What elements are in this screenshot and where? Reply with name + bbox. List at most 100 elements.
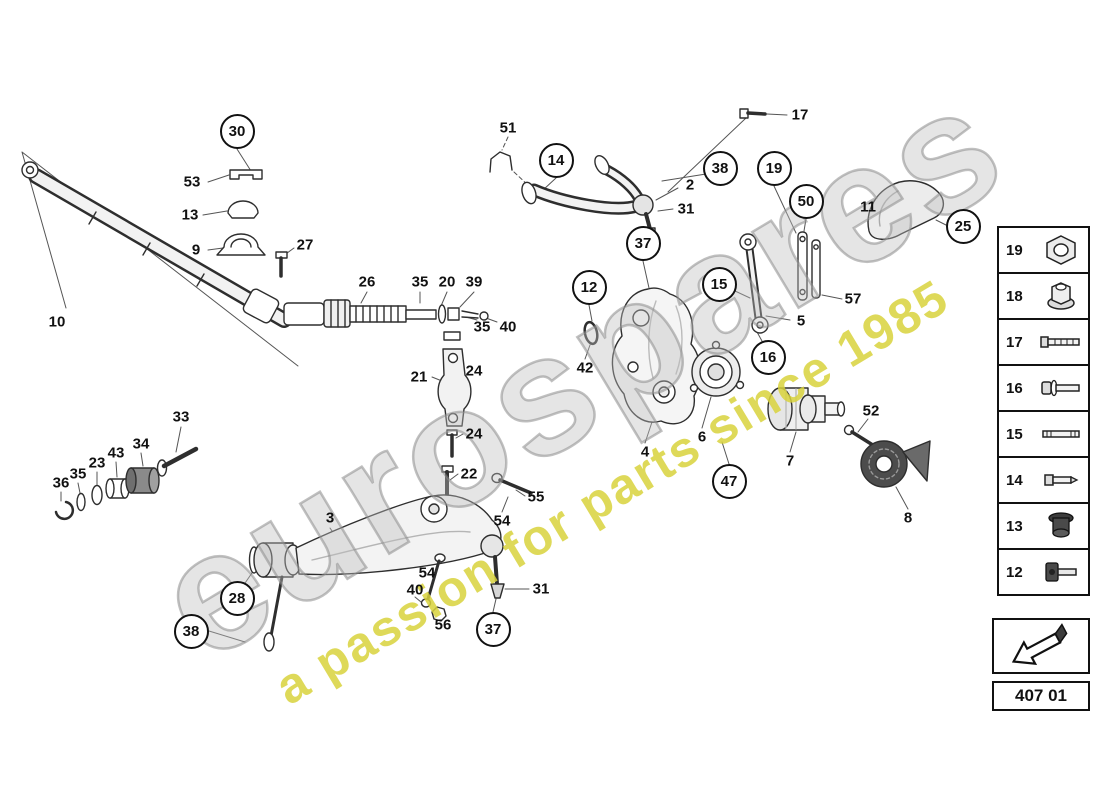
part-number-label-20[interactable]: 20 [438,273,456,291]
fastener-number: 18 [1006,287,1023,305]
socket-bolt-icon [1041,379,1080,397]
cap-screw-icon [1045,562,1077,582]
callout-circle-38[interactable]: 38 [702,150,738,186]
part-number-label-35[interactable]: 35 [473,318,491,336]
retainer-clip-drawing [489,151,513,173]
part-number-label-54[interactable]: 54 [418,564,436,582]
encoder-ring-drawing [860,440,931,488]
fastener-number: 15 [1006,425,1023,443]
part-number-label-40[interactable]: 40 [406,581,424,599]
lower-bolts-drawing [420,472,533,622]
fastener-sidebar: 19 18 17 16 [997,226,1090,596]
fastener-item-14[interactable]: 14 [997,456,1090,504]
bolt-17-drawing [739,108,767,119]
part-number-label-4[interactable]: 4 [640,443,650,461]
part-number-label-3[interactable]: 3 [325,509,335,527]
hex-nut-icon [1046,235,1076,265]
fastener-item-17[interactable]: 17 [997,318,1090,366]
part-number-label-9[interactable]: 9 [191,241,201,259]
part-number-label-31[interactable]: 31 [677,200,695,218]
part-number-label-8[interactable]: 8 [903,509,913,527]
fastener-number: 14 [1006,471,1023,489]
part-number-label-42[interactable]: 42 [576,359,594,377]
part-number-label-17[interactable]: 17 [791,106,809,124]
callout-circle-19[interactable]: 19 [756,150,792,186]
part-number-label-33[interactable]: 33 [172,408,190,426]
lower-wishbone-drawing [248,494,505,652]
callout-circle-50[interactable]: 50 [788,183,824,219]
callout-circle-14[interactable]: 14 [538,142,574,178]
part-number-label-34[interactable]: 34 [132,435,150,453]
part-number-label-5[interactable]: 5 [796,312,806,330]
part-number-label-27[interactable]: 27 [296,236,314,254]
part-number-label-21[interactable]: 21 [410,368,428,386]
part-number-label-43[interactable]: 43 [107,444,125,462]
left-hardware-drawing [54,446,199,521]
callout-circle-38[interactable]: 38 [173,613,209,649]
callout-circle-30[interactable]: 30 [219,113,255,149]
fastener-number: 17 [1006,333,1023,351]
part-number-label-36[interactable]: 36 [52,474,70,492]
fastener-item-15[interactable]: 15 [997,410,1090,458]
damper-fork-drawing [437,331,472,508]
knuckle-drawing [611,287,701,425]
part-number-label-10[interactable]: 10 [48,313,66,331]
part-number-label-56[interactable]: 56 [434,616,452,634]
fastener-item-12[interactable]: 12 [997,548,1090,596]
stud-icon [1042,430,1080,438]
upper-wishbone-drawing [521,155,656,235]
direction-arrow-icon [1011,623,1068,665]
long-bolt-icon [1040,336,1080,348]
part-number-label-35[interactable]: 35 [411,273,429,291]
fastener-number: 13 [1006,517,1023,535]
part-number-label-7[interactable]: 7 [785,452,795,470]
bracket-11-drawing [867,180,945,240]
callout-circle-37[interactable]: 37 [475,611,511,647]
fastener-item-18[interactable]: 18 [997,272,1090,320]
clamp-parts-drawing [216,169,288,278]
seal-ring-drawing [583,320,599,346]
nav-arrow-box[interactable] [992,618,1090,674]
part-number-label-22[interactable]: 22 [460,465,478,483]
part-number-label-31[interactable]: 31 [532,580,550,598]
part-number-label-57[interactable]: 57 [844,290,862,308]
part-number-label-39[interactable]: 39 [465,273,483,291]
callout-circle-12[interactable]: 12 [571,269,607,305]
fastener-item-16[interactable]: 16 [997,364,1090,412]
bushing-icon [1048,512,1074,538]
part-number-label-23[interactable]: 23 [88,454,106,472]
part-number-label-11[interactable]: 11 [860,198,876,216]
wheel-bearing-drawing [689,340,745,397]
fastener-number: 12 [1006,563,1023,581]
anti-roll-bar-drawing [21,161,489,328]
part-number-label-24[interactable]: 24 [465,425,483,443]
callout-circle-37[interactable]: 37 [625,225,661,261]
callout-circle-25[interactable]: 25 [945,208,981,244]
part-number-label-24[interactable]: 24 [465,362,483,380]
callout-circle-15[interactable]: 15 [701,266,737,302]
bracket-straps-drawing [797,231,821,301]
part-number-label-40[interactable]: 40 [499,318,517,336]
part-number-label-54[interactable]: 54 [493,512,511,530]
fastener-item-13[interactable]: 13 [997,502,1090,550]
callout-circle-16[interactable]: 16 [750,339,786,375]
fastener-item-19[interactable]: 19 [997,226,1090,274]
part-number-label-52[interactable]: 52 [862,402,880,420]
page-code: 407 01 [992,681,1090,711]
part-number-label-53[interactable]: 53 [183,173,201,191]
callout-circle-28[interactable]: 28 [219,580,255,616]
part-number-label-26[interactable]: 26 [358,273,376,291]
part-number-label-55[interactable]: 55 [527,488,545,506]
part-number-label-35[interactable]: 35 [69,465,87,483]
callout-circle-47[interactable]: 47 [711,463,747,499]
part-number-label-2[interactable]: 2 [685,176,695,194]
stabilizer-link-drawing [739,233,769,334]
part-number-label-6[interactable]: 6 [697,428,707,446]
part-number-label-13[interactable]: 13 [181,206,199,224]
part-number-label-51[interactable]: 51 [499,119,517,137]
drive-flange-drawing [767,387,846,431]
